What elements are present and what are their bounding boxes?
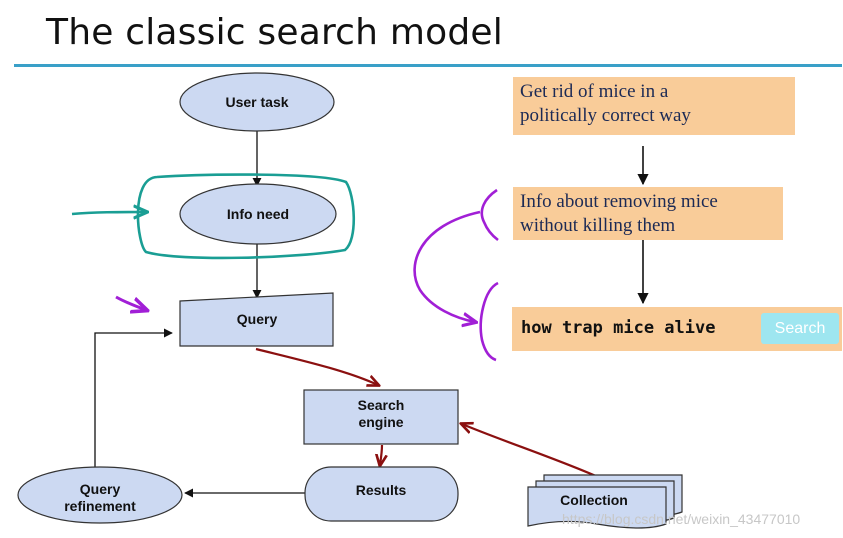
example-query-text: how trap mice alive (521, 318, 716, 338)
search-engine-node (303, 389, 459, 445)
search-button[interactable]: Search (761, 313, 839, 344)
title-underline (14, 64, 842, 67)
query-refinement-node (17, 466, 183, 524)
collection-node (527, 474, 683, 529)
teal-circle-annotation (136, 173, 356, 260)
query-node (179, 292, 334, 347)
slide-title: The classic search model (46, 12, 503, 53)
purple-curve-arrow (413, 210, 481, 322)
purple-arrow-query (115, 295, 146, 310)
example-need-line1: Info about removing mice (520, 191, 718, 212)
query-refinement-label-line1: Query (80, 481, 121, 497)
search-engine-label-line2: engine (358, 414, 403, 430)
example-query-box: how trap mice alive Search (512, 307, 842, 351)
user-task-label: User task (225, 94, 288, 110)
watermark: https://blog.csdn.net/weixin_43477010 (562, 511, 801, 527)
red-arrow-engine-to-results (380, 444, 382, 465)
arrow-refinement-to-query (94, 328, 173, 468)
teal-arrow-annotation (71, 212, 146, 214)
example-task-line2: politically correct way (520, 105, 691, 126)
user-task-node (179, 72, 335, 132)
example-need-box: Info about removing mice without killing… (513, 187, 783, 240)
purple-bracket-need (480, 188, 499, 242)
collection-label: Collection (560, 492, 628, 508)
query-label: Query (237, 311, 278, 327)
query-refinement-label-line2: refinement (64, 498, 136, 514)
red-arrow-collection-to-engine (462, 424, 599, 479)
results-label: Results (356, 482, 407, 498)
purple-bracket-query (479, 281, 499, 362)
example-need-line2: without killing them (520, 215, 676, 236)
info-need-label: Info need (227, 206, 289, 222)
results-node (304, 466, 459, 522)
search-engine-label-line1: Search (358, 397, 405, 413)
example-task-line1: Get rid of mice in a (520, 81, 669, 102)
example-task-box: Get rid of mice in a politically correct… (513, 77, 795, 135)
info-need-node (179, 183, 337, 245)
red-arrow-query-to-engine (255, 347, 378, 385)
